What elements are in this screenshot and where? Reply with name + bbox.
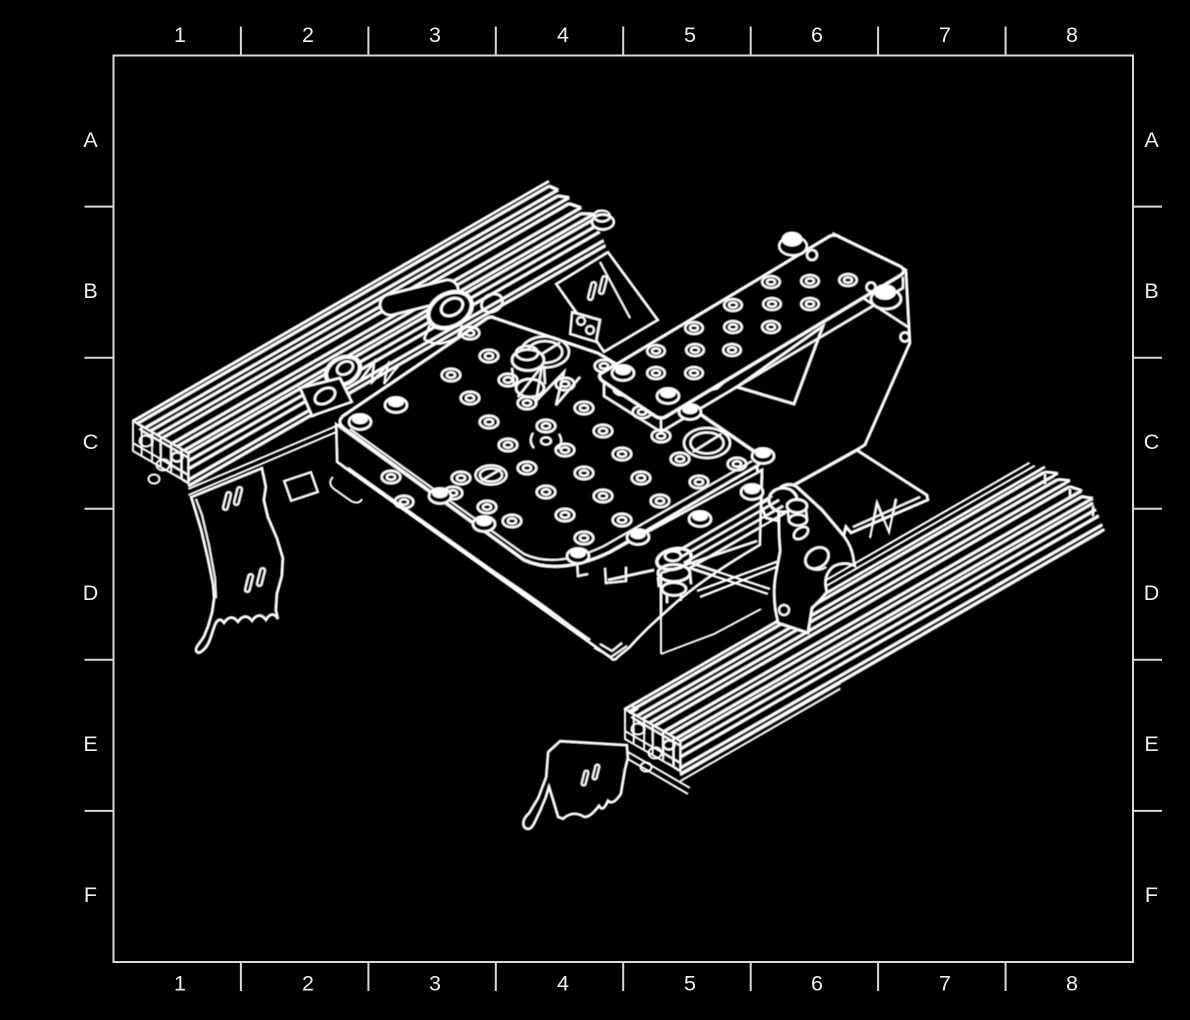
svg-text:2: 2 (302, 972, 314, 996)
svg-text:1: 1 (174, 23, 186, 47)
svg-text:F: F (1145, 883, 1158, 907)
svg-text:D: D (1144, 581, 1160, 605)
svg-text:8: 8 (1066, 972, 1078, 996)
svg-text:2: 2 (302, 23, 314, 47)
svg-text:B: B (1144, 279, 1158, 303)
svg-text:A: A (83, 128, 98, 152)
svg-text:5: 5 (684, 23, 696, 47)
svg-text:E: E (1144, 732, 1158, 756)
svg-text:5: 5 (684, 972, 696, 996)
svg-text:7: 7 (939, 972, 951, 996)
svg-text:6: 6 (811, 972, 823, 996)
svg-text:C: C (1144, 430, 1160, 454)
svg-text:3: 3 (429, 23, 441, 47)
svg-text:4: 4 (557, 23, 569, 47)
svg-text:1: 1 (174, 972, 186, 996)
svg-text:F: F (84, 883, 97, 907)
svg-text:D: D (83, 581, 99, 605)
svg-text:C: C (83, 430, 99, 454)
svg-text:3: 3 (429, 972, 441, 996)
svg-text:6: 6 (811, 23, 823, 47)
svg-text:4: 4 (557, 972, 569, 996)
svg-text:B: B (83, 279, 97, 303)
svg-text:A: A (1144, 128, 1159, 152)
svg-text:7: 7 (939, 23, 951, 47)
svg-text:E: E (83, 732, 97, 756)
svg-text:8: 8 (1066, 23, 1078, 47)
